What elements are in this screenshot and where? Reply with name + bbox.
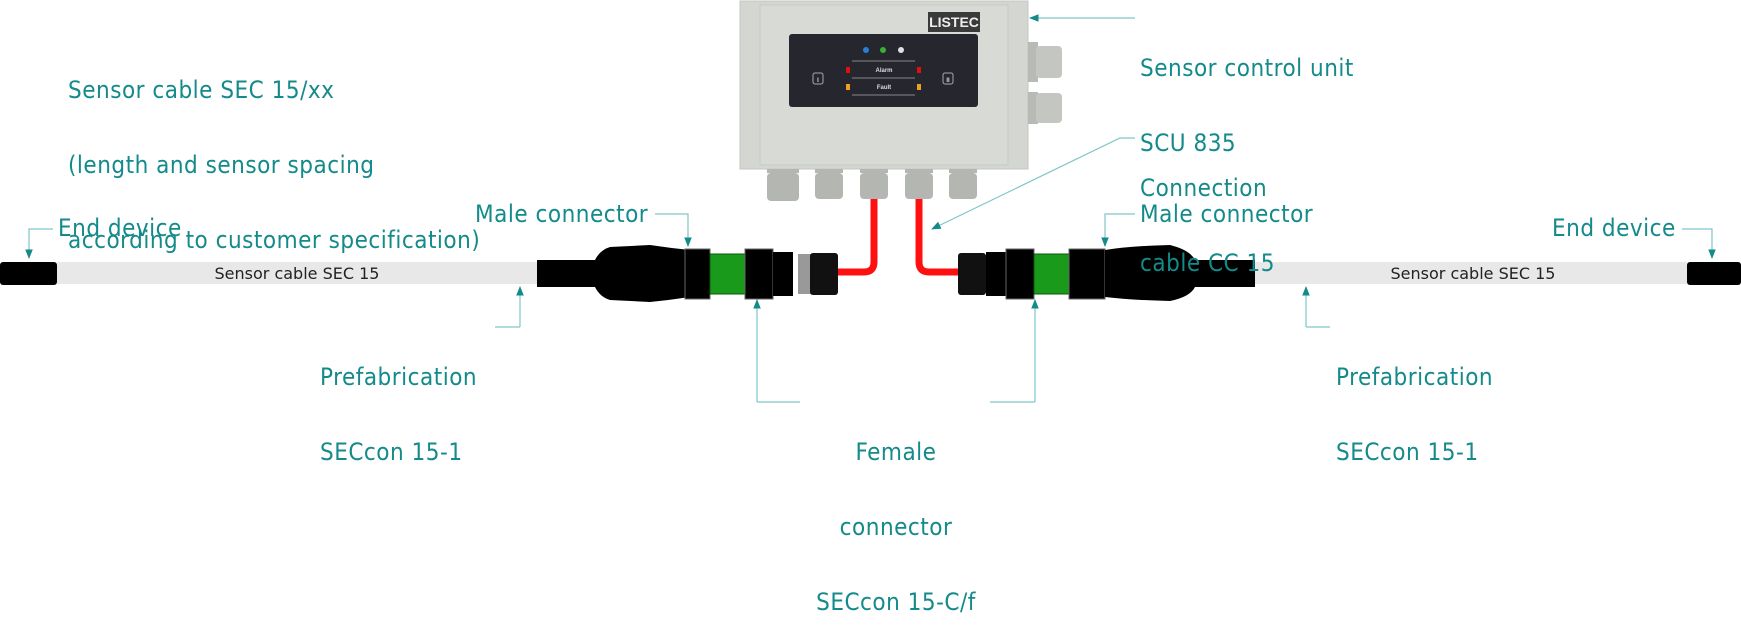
male-connector-left xyxy=(537,245,711,302)
svg-text:II: II xyxy=(946,78,950,84)
sensor-cable-right-text: Sensor cable SEC 15 xyxy=(1391,264,1556,283)
side-cable-gland xyxy=(1036,46,1062,78)
prefabrication-left-label: Prefabrication SECcon 15-1 xyxy=(320,363,478,466)
sensor-cable-left xyxy=(57,262,537,284)
fault-led-right xyxy=(917,84,921,90)
alarm-label: Alarm xyxy=(875,68,892,74)
connection-cable-right xyxy=(915,199,958,276)
sensor-control-unit: LISTEC Alarm Fault I II xyxy=(739,0,1062,201)
gland-nut-right xyxy=(958,253,986,295)
scu-label: Sensor control unit SCU 835 xyxy=(1140,54,1354,157)
female-connector-left-coupling xyxy=(709,253,746,295)
female-connector-label: Female connector SECcon 15-C/f xyxy=(816,438,976,616)
end-device-left xyxy=(0,262,57,285)
gland-nut-left xyxy=(810,253,838,295)
listec-logo xyxy=(928,12,980,32)
alarm-led-right xyxy=(917,67,921,73)
male-connector-right-label: Male connector xyxy=(1140,200,1314,228)
system-diagram: LISTEC Alarm Fault I II xyxy=(0,0,1741,403)
female-connector-right-coupling xyxy=(1033,253,1070,295)
button-i[interactable] xyxy=(812,72,824,85)
end-device-right xyxy=(1687,262,1741,285)
bottom-cable-gland xyxy=(949,173,977,199)
sensor-cable-spec-label: Sensor cable SEC 15/xx (length and senso… xyxy=(68,76,481,254)
bottom-cable-gland xyxy=(905,173,933,199)
male-connector-right xyxy=(1068,245,1255,301)
fault-led-left xyxy=(846,84,850,90)
listec-logo-text: LISTEC xyxy=(929,14,979,30)
led-white xyxy=(898,47,904,53)
button-ii[interactable] xyxy=(942,72,954,85)
bottom-cable-gland xyxy=(815,173,843,199)
male-connector-left-label: Male connector xyxy=(475,200,649,228)
alarm-led-left xyxy=(846,67,850,73)
bottom-cable-gland xyxy=(767,173,799,201)
end-device-left-label: End device xyxy=(58,214,182,242)
front-panel xyxy=(789,34,978,107)
led-blue xyxy=(863,47,869,53)
led-green xyxy=(880,47,886,53)
connection-cable-label: Connection cable CC 15 xyxy=(1140,174,1275,277)
svg-text:I: I xyxy=(817,78,819,84)
sensor-cable-left-text: Sensor cable SEC 15 xyxy=(215,264,380,283)
end-device-right-label: End device xyxy=(1552,214,1676,242)
prefabrication-right-label: Prefabrication SECcon 15-1 xyxy=(1336,363,1494,466)
connection-cable-left xyxy=(838,199,878,276)
sensor-cable-right xyxy=(1255,262,1687,284)
bottom-cable-gland xyxy=(860,173,888,199)
side-cable-gland xyxy=(1036,93,1062,123)
fault-label: Fault xyxy=(877,85,891,91)
